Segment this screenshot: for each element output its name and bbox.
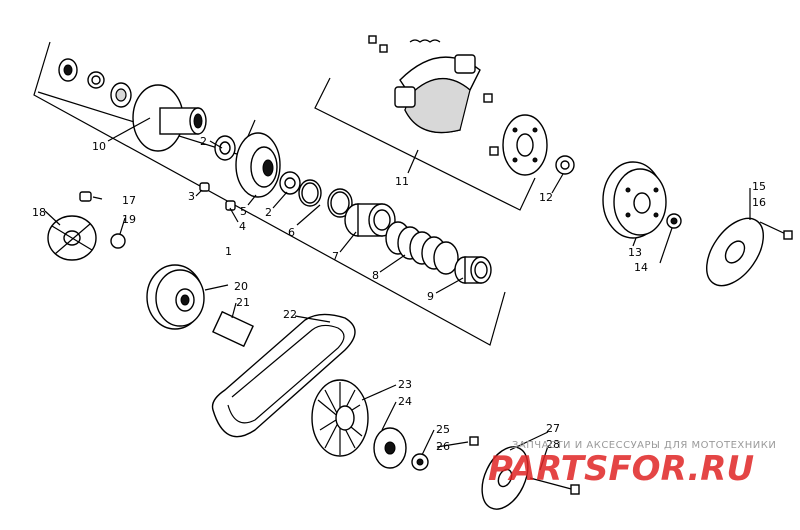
callout-2a: 2 xyxy=(200,135,207,148)
callout-19: 19 xyxy=(122,213,136,226)
callout-15: 15 xyxy=(752,180,766,193)
watermark: ЗАПЧАСТИ И АКСЕССУАРЫ ДЛЯ МОТОТЕХНИКИ PA… xyxy=(488,440,776,489)
callout-2b: 2 xyxy=(265,206,272,219)
callout-12: 12 xyxy=(539,191,553,204)
part-cover-27 xyxy=(481,446,529,510)
callout-13: 13 xyxy=(628,246,642,259)
callout-25: 25 xyxy=(436,423,450,436)
part-drive-face xyxy=(132,84,207,152)
part-cover-15 xyxy=(706,217,764,287)
part-fan-23 xyxy=(311,379,369,457)
assembly-11-outline xyxy=(314,77,536,211)
callout-9: 9 xyxy=(427,290,434,303)
callout-17: 17 xyxy=(122,194,136,207)
part-small-nuts xyxy=(368,35,499,156)
part-nut-14 xyxy=(666,213,682,229)
part-washer-26 xyxy=(469,436,479,446)
callout-18: 18 xyxy=(32,206,46,219)
part-pulley-20 xyxy=(146,264,205,330)
callout-28: 28 xyxy=(546,438,560,451)
callout-3: 3 xyxy=(188,190,195,203)
part-nut-12 xyxy=(555,155,575,175)
callout-14: 14 xyxy=(634,261,648,274)
callout-6: 6 xyxy=(288,226,295,239)
part-clutch-plate xyxy=(502,114,548,176)
callout-1: 1 xyxy=(225,245,232,258)
assembly-1-outline xyxy=(33,41,506,346)
part-clutch-spring xyxy=(409,39,441,43)
part-roller-19 xyxy=(110,233,126,249)
part-pin-3 xyxy=(199,182,210,192)
watermark-brand: PARTSFOR.RU xyxy=(488,449,754,489)
part-seal-2b xyxy=(279,171,301,195)
callout-23: 23 xyxy=(398,378,412,391)
part-seal-2a xyxy=(214,135,236,161)
callout-11: 11 xyxy=(395,175,409,188)
part-ring-6b xyxy=(327,188,353,218)
callout-4: 4 xyxy=(239,220,246,233)
callout-labels: 1 2 3 4 5 2 6 7 8 9 10 11 12 13 14 15 16… xyxy=(32,135,766,453)
part-bushing-small xyxy=(58,58,78,82)
callout-16: 16 xyxy=(752,196,766,209)
callout-21: 21 xyxy=(236,296,250,309)
part-slider-17 xyxy=(79,191,92,202)
part-nut-25 xyxy=(411,453,429,471)
part-spring-8 xyxy=(385,221,459,275)
part-bolt-16 xyxy=(759,221,793,240)
callout-20: 20 xyxy=(234,280,248,293)
part-clutch-shoes xyxy=(394,54,481,134)
part-clutch-bell-13 xyxy=(602,161,667,239)
callout-24: 24 xyxy=(398,395,412,408)
callout-27: 27 xyxy=(546,422,560,435)
part-bushing-9 xyxy=(454,256,492,284)
part-hub-24 xyxy=(373,427,407,469)
part-bolt-28 xyxy=(529,477,580,495)
part-cam-plate-18 xyxy=(47,215,97,261)
callout-8: 8 xyxy=(372,269,379,282)
callout-22: 22 xyxy=(283,308,297,321)
callout-10: 10 xyxy=(92,140,106,153)
part-movable-sheave xyxy=(235,132,281,198)
callout-7: 7 xyxy=(332,250,339,263)
leader-lines xyxy=(44,117,751,471)
watermark-tagline: ЗАПЧАСТИ И АКСЕССУАРЫ ДЛЯ МОТОТЕХНИКИ xyxy=(512,440,776,451)
part-sleeve-21 xyxy=(212,310,254,348)
part-washer xyxy=(87,71,105,89)
part-belt-22 xyxy=(211,313,356,438)
part-ring-6 xyxy=(298,179,322,207)
callout-5: 5 xyxy=(240,205,247,218)
part-bearing xyxy=(110,82,132,108)
callout-26: 26 xyxy=(436,440,450,453)
